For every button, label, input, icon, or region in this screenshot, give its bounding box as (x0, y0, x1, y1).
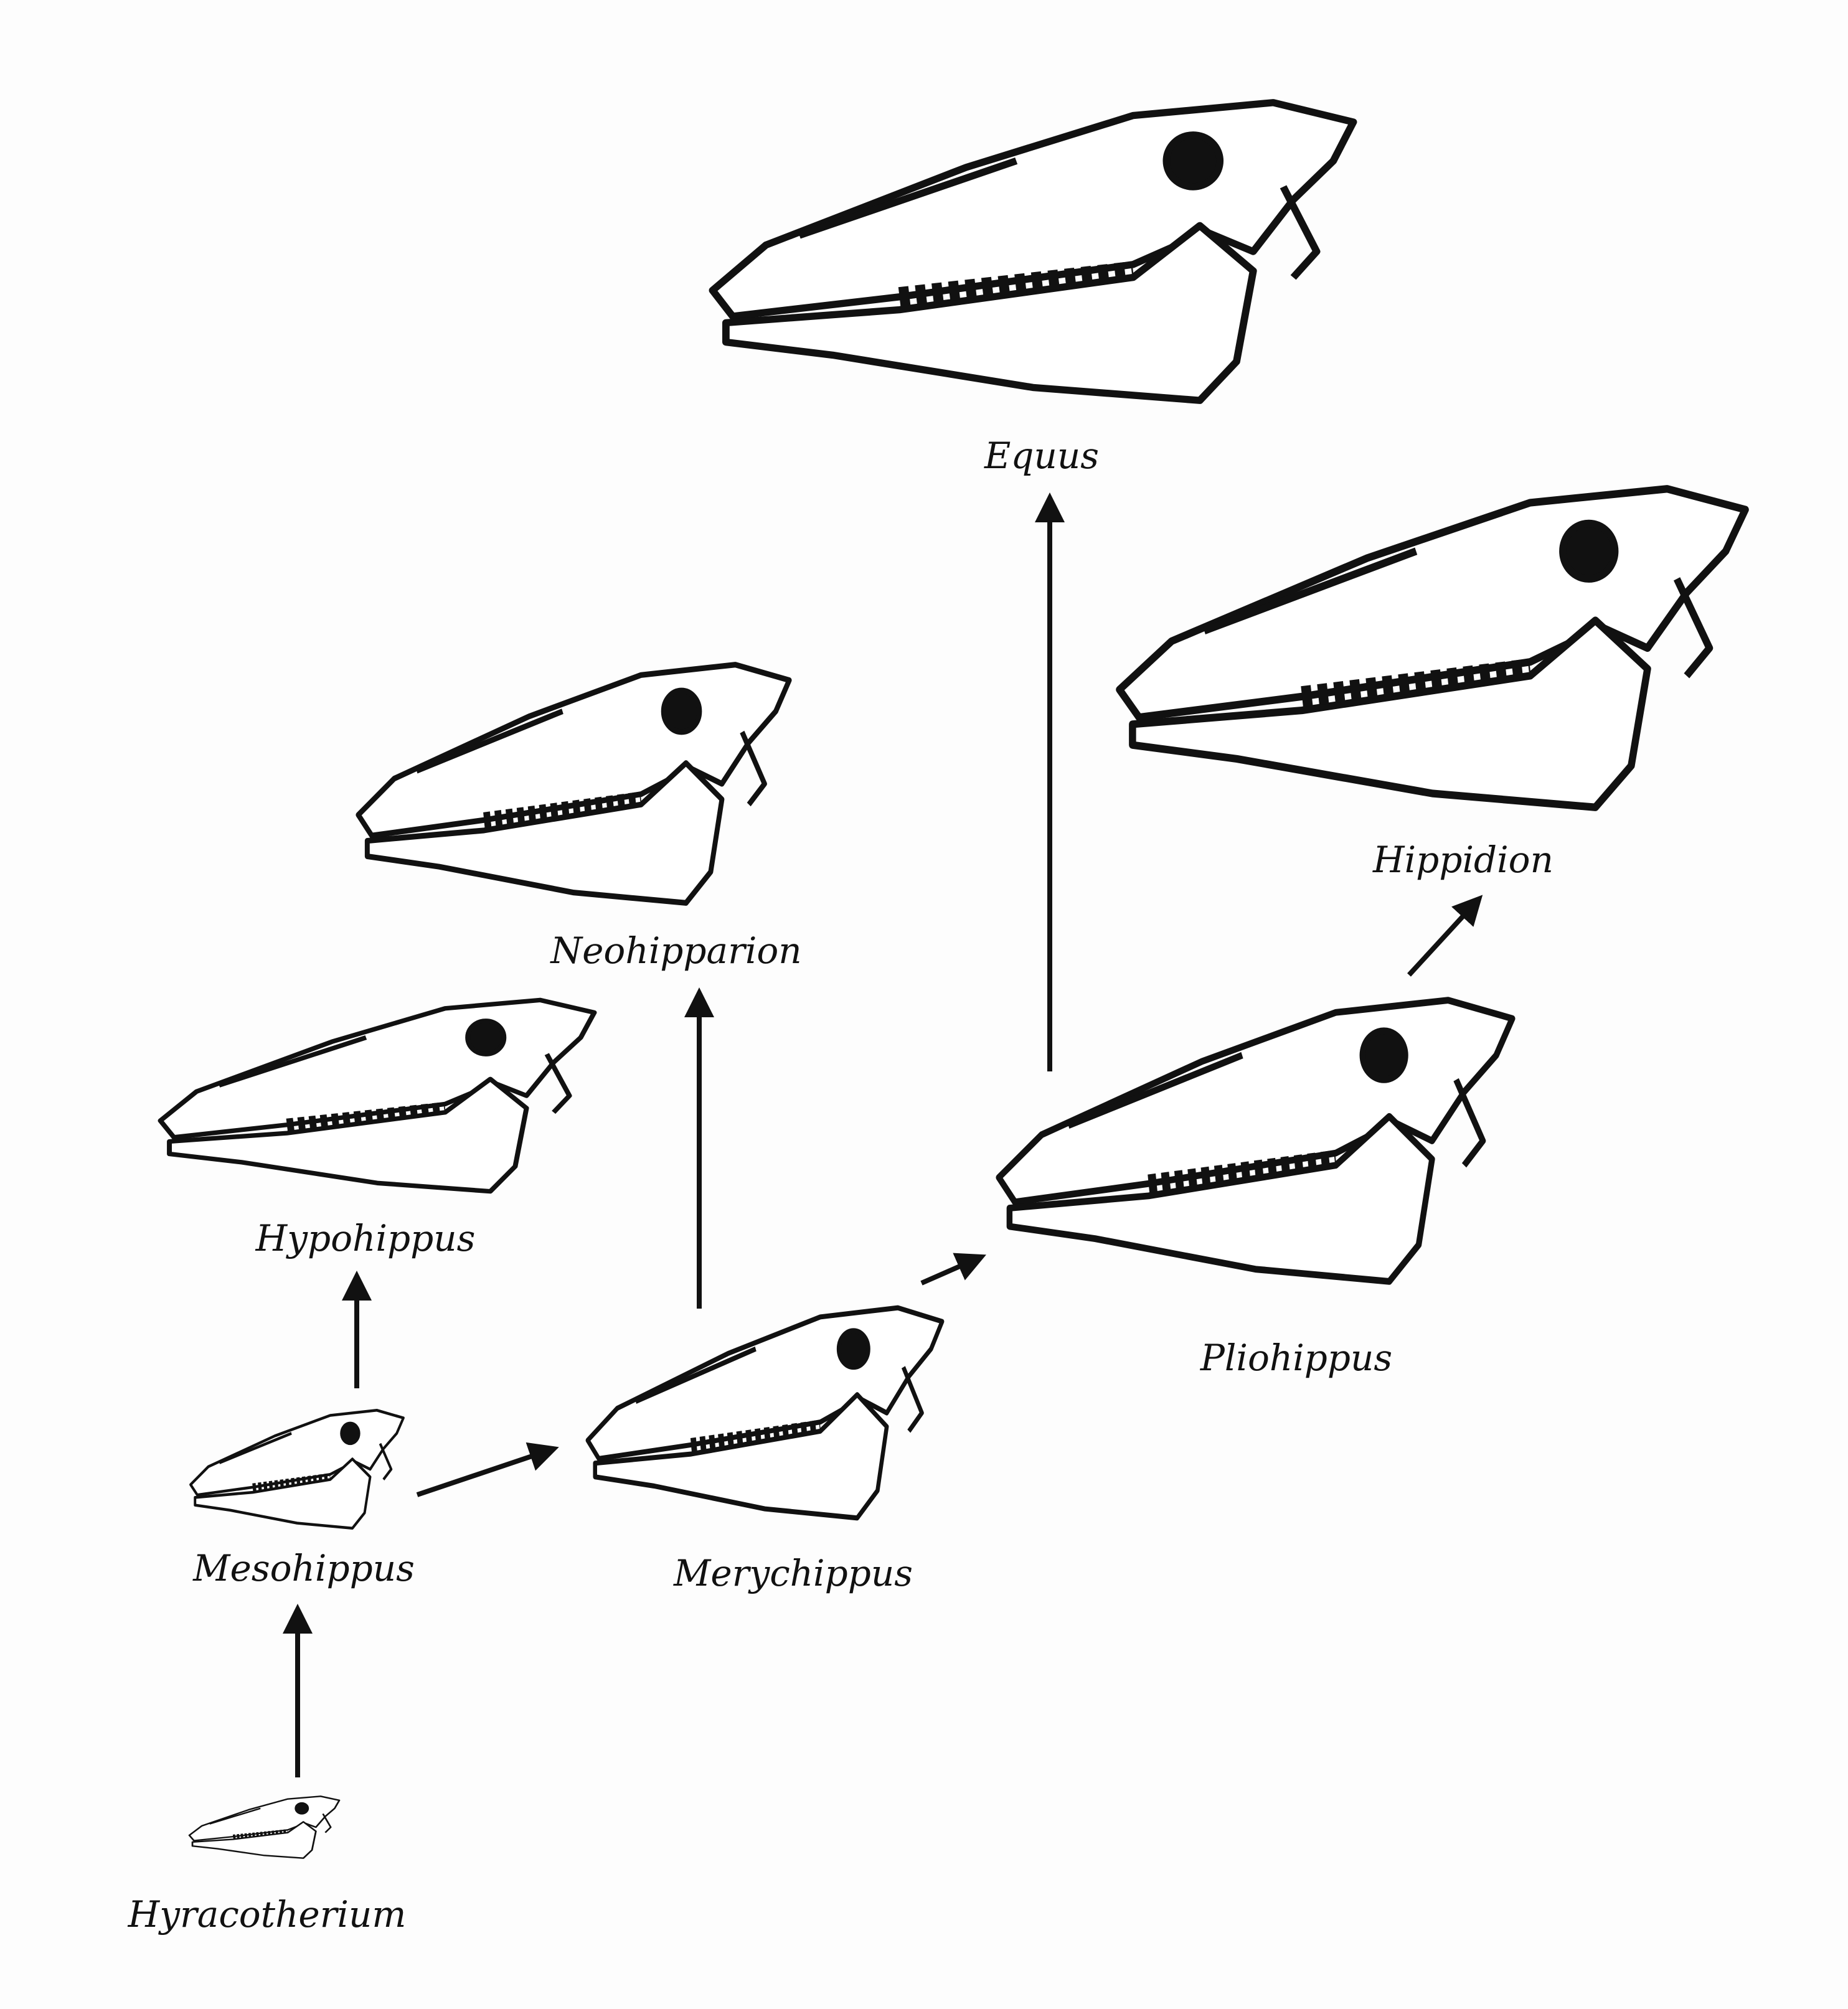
label-hypohippus: Hypohippus (255, 1217, 476, 1259)
hyracotherium-skull (186, 1794, 342, 1861)
label-pliohippus: Pliohippus (1200, 1337, 1393, 1379)
hypohippus-skull (151, 992, 603, 1200)
equus-skull (699, 90, 1367, 413)
label-hyracotherium: Hyracotherium (128, 1893, 407, 1936)
merychippus-skull (580, 1299, 950, 1527)
mesohippus-skull (186, 1405, 408, 1533)
arrow-merychippus-pliohippus (920, 1253, 986, 1286)
hippidion-skull (1106, 475, 1758, 821)
label-mesohippus: Mesohippus (193, 1547, 415, 1589)
label-merychippus: Merychippus (674, 1552, 913, 1594)
pliohippus-skull (988, 988, 1523, 1294)
label-hippidion: Hippidion (1373, 839, 1553, 881)
arrow-mesohippus-merychippus (416, 1442, 559, 1497)
label-neohipparion: Neohipparion (550, 929, 802, 972)
arrow-pliohippus-hippidion (1407, 895, 1483, 977)
label-equus: Equus (984, 435, 1099, 477)
neohipparion-skull (349, 654, 798, 913)
